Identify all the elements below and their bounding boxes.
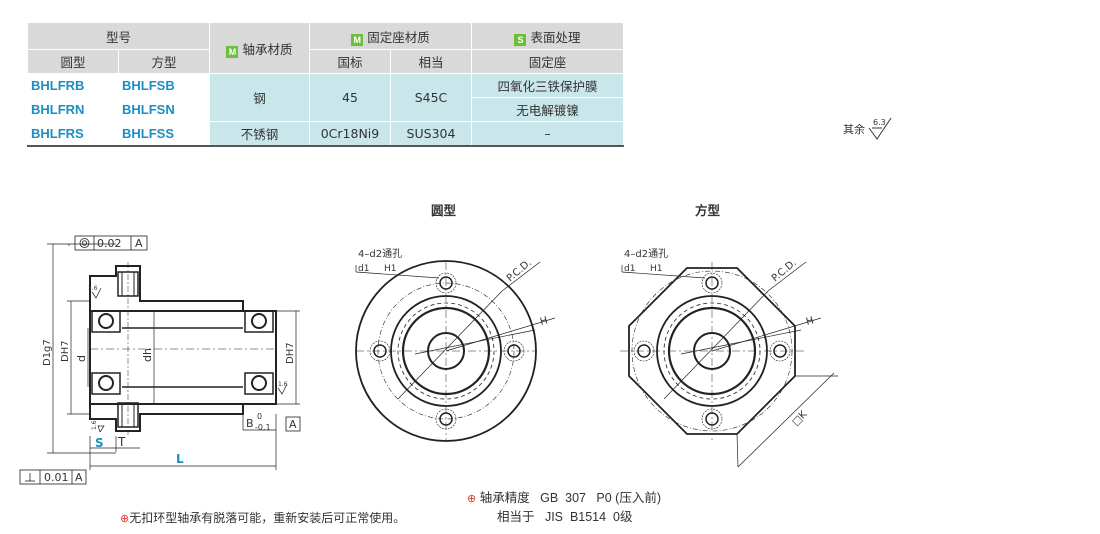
surface-badge-icon: S — [514, 33, 527, 46]
dim-B-lower: -0.1 — [255, 423, 271, 432]
square-counter: d1 — [624, 264, 635, 274]
dim-DH-right: DH7 — [285, 342, 296, 364]
code-square: BHLFSS — [118, 121, 210, 147]
material-badge-icon: M — [351, 33, 364, 46]
header-fixed-seat: 固定座 — [471, 49, 624, 74]
datum-a: A — [289, 418, 297, 431]
square-k: □K — [790, 409, 809, 428]
housing-equiv: SUS304 — [390, 121, 472, 147]
code-round: BHLFRN — [27, 97, 119, 122]
header-round: 圆型 — [27, 49, 119, 74]
bearing-material: 不锈钢 — [209, 121, 310, 147]
code-square: BHLFSN — [118, 97, 210, 122]
title-square: 方型 — [695, 203, 721, 218]
header-equiv: 相当 — [390, 49, 472, 74]
square-h: H — [805, 315, 815, 328]
title-round: 圆型 — [431, 203, 457, 218]
dim-B-upper: 0 — [257, 412, 262, 421]
dim-L: L — [176, 452, 184, 466]
code-square: BHLFSB — [118, 73, 210, 98]
roughness-side-c: 1.6 — [278, 381, 288, 388]
code-round: BHLFRB — [27, 73, 119, 98]
side-view — [19, 235, 301, 485]
roughness-side-a: 1.6 — [88, 285, 98, 292]
roughness-value: 6.3 — [873, 118, 886, 127]
code-round: BHLFRS — [27, 121, 119, 147]
footnote-mark-icon: ⊕ — [120, 512, 130, 525]
roughness-label: 其余 — [843, 122, 865, 136]
accuracy-spec: ⊕ 轴承精度 GB 307 P0 (压入前) 相当于 JIS B1514 0级 — [467, 491, 662, 524]
dim-S: S — [95, 436, 104, 450]
dim-D: D1g7 — [42, 339, 53, 366]
square-front-view — [620, 261, 838, 468]
round-pcd: P.C.D. — [505, 257, 534, 284]
round-depth: H1 — [384, 264, 397, 274]
housing-std: 45 — [309, 73, 391, 122]
header-square: 方型 — [118, 49, 210, 74]
round-h: H — [539, 315, 549, 328]
header-model: 型号 — [27, 22, 210, 50]
perp-datum: A — [75, 471, 83, 484]
round-holes: 4–d2通孔 — [358, 248, 402, 260]
roughness-side-b: 1.6 — [91, 420, 98, 430]
surface-value: – — [471, 121, 624, 147]
perp-value: 0.01 — [44, 471, 69, 484]
square-holes: 4–d2通孔 — [624, 248, 668, 260]
round-counter: d1 — [358, 264, 369, 274]
dim-T: T — [117, 435, 126, 449]
round-front-view — [355, 260, 556, 442]
roughness-symbol: 其余 6.3 — [843, 117, 892, 140]
surface-value: 无电解镀镍 — [471, 97, 624, 122]
dim-B: B — [246, 417, 254, 430]
header-std: 国标 — [309, 49, 391, 74]
footnote: ⊕无扣环型轴承有脱落可能，重新安装后可正常使用。 — [120, 511, 406, 525]
square-depth: H1 — [650, 264, 663, 274]
surface-value: 四氧化三铁保护膜 — [471, 73, 624, 98]
concentricity-datum: A — [135, 237, 143, 250]
dim-d: d — [75, 355, 88, 362]
dim-DH: DH7 — [60, 340, 71, 362]
material-badge-icon: M — [226, 45, 239, 58]
dim-dh: dh — [141, 348, 154, 362]
housing-std: 0Cr18Ni9 — [309, 121, 391, 147]
concentricity-value: 0.02 — [97, 237, 122, 250]
accuracy-mark-icon: ⊕ — [467, 493, 477, 505]
housing-equiv: S45C — [390, 73, 472, 122]
bearing-material: 钢 — [209, 73, 310, 122]
